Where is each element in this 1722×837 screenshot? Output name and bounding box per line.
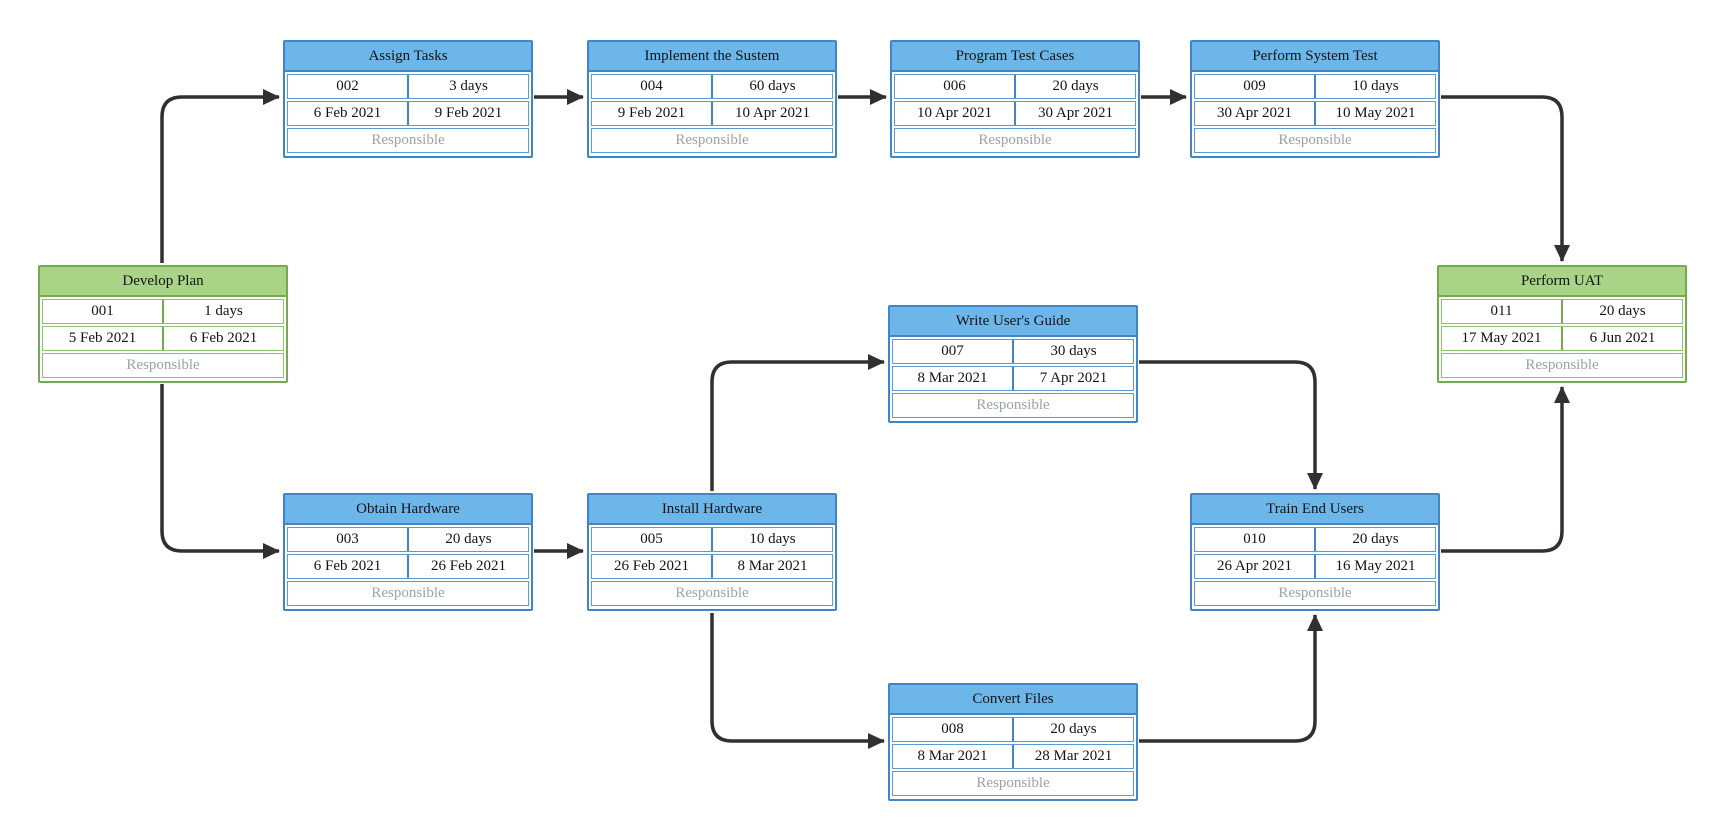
task-start-date: 17 May 2021 — [1442, 327, 1563, 350]
task-node-implement-the-sustem[interactable]: Implement the Sustem 004 60 days 9 Feb 2… — [587, 40, 837, 158]
task-id: 004 — [592, 75, 713, 98]
task-end-date: 6 Feb 2021 — [189, 330, 258, 346]
task-duration: 20 days — [1050, 721, 1097, 737]
task-title: Obtain Hardware — [285, 495, 531, 525]
task-responsible: Responsible — [287, 128, 529, 153]
task-end-date: 26 Feb 2021 — [431, 558, 506, 574]
task-duration: 30 days — [1050, 343, 1097, 359]
task-end-date: 6 Jun 2021 — [1589, 330, 1656, 346]
task-responsible: Responsible — [591, 581, 833, 606]
connector-001-002 — [160, 89, 280, 263]
task-node-train-end-users[interactable]: Train End Users 010 20 days 26 Apr 2021 … — [1190, 493, 1440, 611]
task-start-date: 26 Apr 2021 — [1195, 555, 1316, 578]
task-node-obtain-hardware[interactable]: Obtain Hardware 003 20 days 6 Feb 2021 2… — [283, 493, 533, 611]
task-id: 005 — [592, 528, 713, 551]
task-start-date: 30 Apr 2021 — [1195, 102, 1316, 125]
task-node-perform-system-test[interactable]: Perform System Test 009 10 days 30 Apr 2… — [1190, 40, 1440, 158]
task-id: 006 — [895, 75, 1016, 98]
task-node-convert-files[interactable]: Convert Files 008 20 days 8 Mar 2021 28 … — [888, 683, 1138, 801]
task-responsible: Responsible — [1194, 128, 1436, 153]
task-duration: 20 days — [1599, 303, 1646, 319]
task-start-date: 9 Feb 2021 — [592, 102, 713, 125]
task-end-date: 10 May 2021 — [1335, 105, 1416, 121]
task-end-date: 10 Apr 2021 — [735, 105, 810, 121]
task-responsible: Responsible — [42, 353, 284, 378]
task-start-date: 26 Feb 2021 — [592, 555, 713, 578]
task-responsible: Responsible — [287, 581, 529, 606]
connector-005-008 — [710, 613, 885, 749]
task-duration: 20 days — [1352, 531, 1399, 547]
task-title: Program Test Cases — [892, 42, 1138, 72]
task-node-program-test-cases[interactable]: Program Test Cases 006 20 days 10 Apr 20… — [890, 40, 1140, 158]
task-responsible: Responsible — [1194, 581, 1436, 606]
task-title: Write User's Guide — [890, 307, 1136, 337]
task-start-date: 10 Apr 2021 — [895, 102, 1016, 125]
task-title: Convert Files — [890, 685, 1136, 715]
connector-008-010 — [1139, 614, 1323, 743]
task-duration: 20 days — [1052, 78, 1099, 94]
connector-007-010 — [1139, 360, 1323, 490]
task-end-date: 30 Apr 2021 — [1038, 105, 1113, 121]
task-node-install-hardware[interactable]: Install Hardware 005 10 days 26 Feb 2021… — [587, 493, 837, 611]
task-duration: 20 days — [445, 531, 492, 547]
task-id: 001 — [43, 300, 164, 323]
task-node-perform-uat[interactable]: Perform UAT 011 20 days 17 May 2021 6 Ju… — [1437, 265, 1687, 383]
task-node-write-users-guide[interactable]: Write User's Guide 007 30 days 8 Mar 202… — [888, 305, 1138, 423]
task-title: Perform System Test — [1192, 42, 1438, 72]
task-id: 008 — [893, 718, 1014, 741]
task-duration: 10 days — [1352, 78, 1399, 94]
task-responsible: Responsible — [892, 393, 1134, 418]
task-id: 009 — [1195, 75, 1316, 98]
connector-001-003 — [160, 384, 280, 559]
task-id: 007 — [893, 340, 1014, 363]
task-id: 011 — [1442, 300, 1563, 323]
task-duration: 10 days — [749, 531, 796, 547]
task-id: 002 — [288, 75, 409, 98]
task-start-date: 6 Feb 2021 — [288, 102, 409, 125]
task-title: Perform UAT — [1439, 267, 1685, 297]
connector-005-007 — [710, 354, 885, 491]
task-node-assign-tasks[interactable]: Assign Tasks 002 3 days 6 Feb 2021 9 Feb… — [283, 40, 533, 158]
task-start-date: 6 Feb 2021 — [288, 555, 409, 578]
task-title: Train End Users — [1192, 495, 1438, 525]
connector-009-011 — [1441, 95, 1570, 262]
task-responsible: Responsible — [894, 128, 1136, 153]
task-duration: 60 days — [749, 78, 796, 94]
task-id: 010 — [1195, 528, 1316, 551]
task-title: Develop Plan — [40, 267, 286, 297]
task-duration: 3 days — [449, 78, 488, 94]
task-duration: 1 days — [204, 303, 243, 319]
task-title: Install Hardware — [589, 495, 835, 525]
task-title: Implement the Sustem — [589, 42, 835, 72]
task-end-date: 16 May 2021 — [1335, 558, 1416, 574]
task-title: Assign Tasks — [285, 42, 531, 72]
task-start-date: 5 Feb 2021 — [43, 327, 164, 350]
task-start-date: 8 Mar 2021 — [893, 367, 1014, 390]
task-id: 003 — [288, 528, 409, 551]
task-responsible: Responsible — [591, 128, 833, 153]
task-start-date: 8 Mar 2021 — [893, 745, 1014, 768]
task-node-develop-plan[interactable]: Develop Plan 001 1 days 5 Feb 2021 6 Feb… — [38, 265, 288, 383]
task-end-date: 8 Mar 2021 — [737, 558, 808, 574]
task-responsible: Responsible — [1441, 353, 1683, 378]
task-end-date: 28 Mar 2021 — [1034, 748, 1113, 764]
task-responsible: Responsible — [892, 771, 1134, 796]
task-end-date: 9 Feb 2021 — [434, 105, 503, 121]
connector-010-011 — [1441, 386, 1570, 553]
task-end-date: 7 Apr 2021 — [1039, 370, 1108, 386]
